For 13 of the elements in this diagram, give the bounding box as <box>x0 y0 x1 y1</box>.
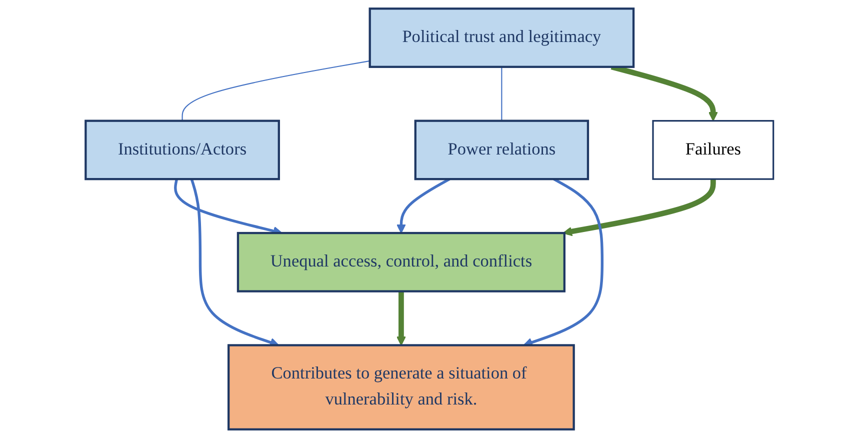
node-box: Failures <box>652 120 774 180</box>
connector <box>501 66 502 121</box>
connector <box>182 60 370 121</box>
arrow <box>396 178 450 234</box>
arrow <box>190 178 280 347</box>
node-box: Unequal access, control, and conflicts <box>236 232 566 292</box>
node-box: Contributes to generate a situation of vulnerability and risk. <box>228 344 575 430</box>
node-box: Power relations <box>414 120 590 180</box>
arrow <box>562 179 716 236</box>
node-box: Institutions/Actors <box>84 120 280 180</box>
arrow <box>396 291 406 346</box>
arrow <box>523 178 604 347</box>
node-box: Political trust and legitimacy <box>368 8 635 68</box>
